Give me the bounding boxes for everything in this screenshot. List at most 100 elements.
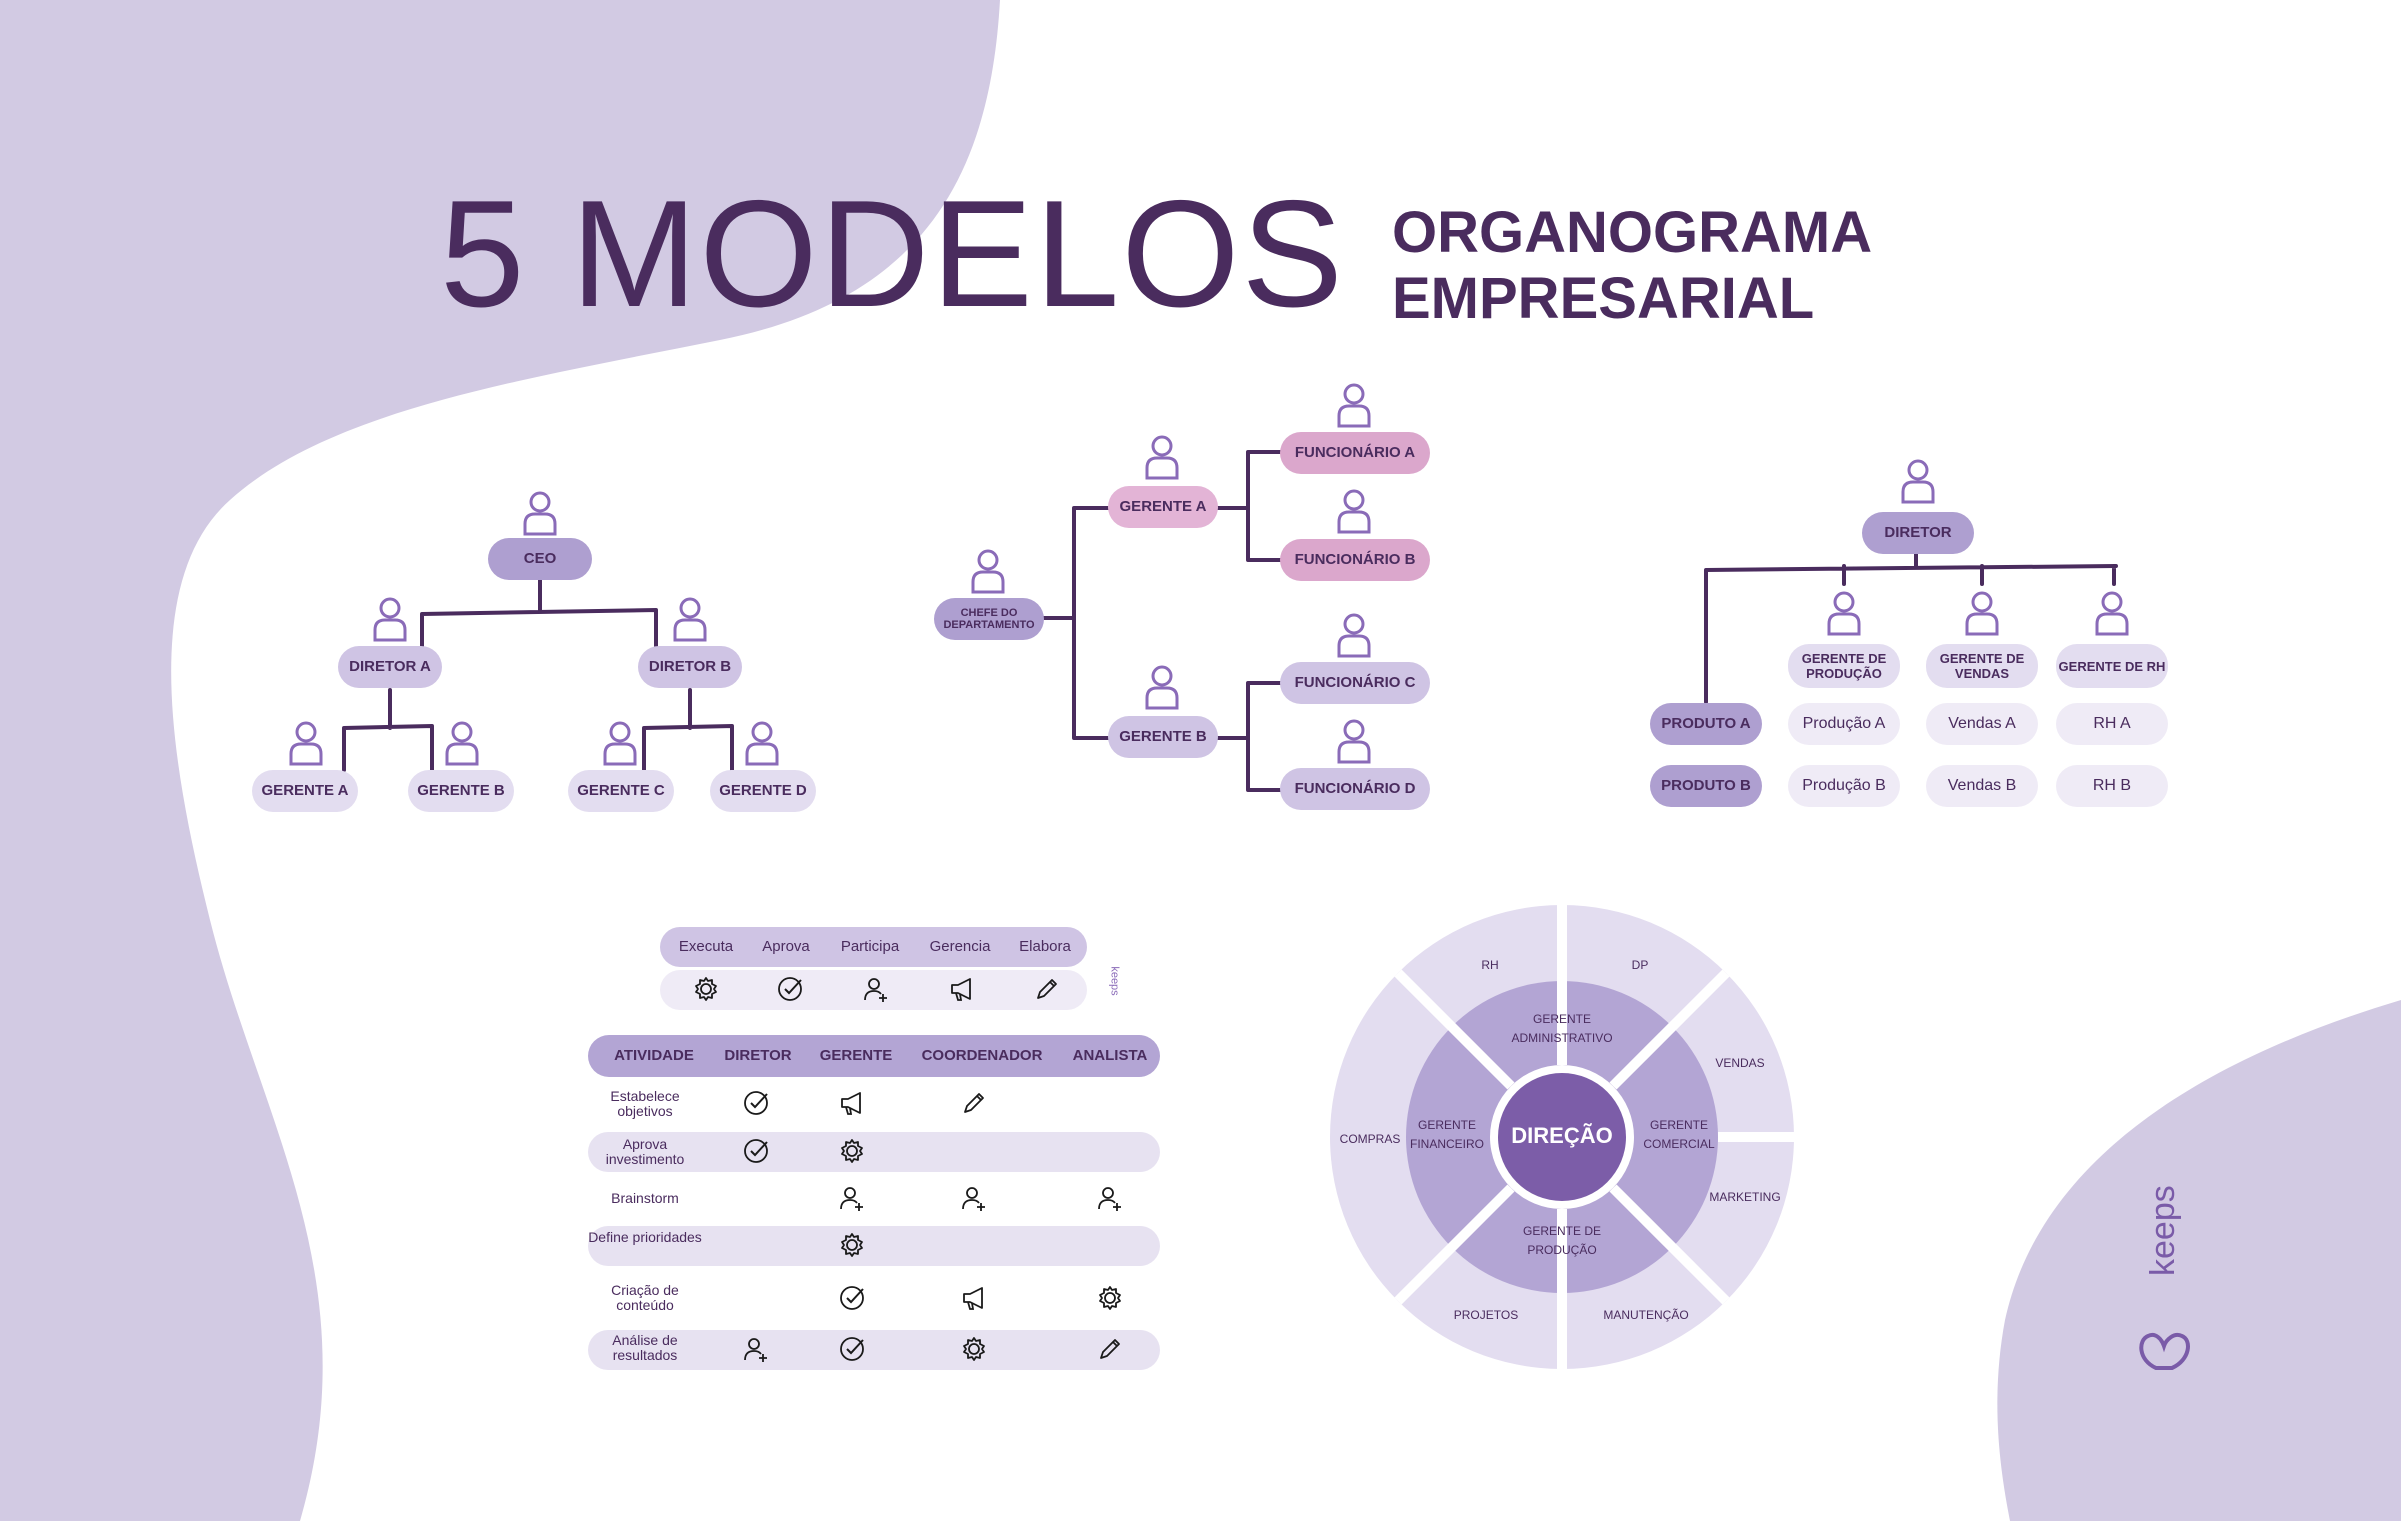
activity-label: Brainstorm [611, 1190, 679, 1206]
person-icon [2095, 591, 2129, 636]
legend-label: Aprova [762, 938, 810, 955]
ceo-box: CEO [488, 538, 592, 580]
megaphone-icon [963, 1287, 983, 1310]
person-icon [1337, 613, 1371, 658]
table-row-shade [588, 1226, 1160, 1266]
activity-label: Aprova investimento [605, 1136, 685, 1167]
person-icon [1145, 435, 1179, 480]
pencil-icon [1037, 979, 1057, 999]
user-plus-icon [864, 978, 887, 1002]
direction-wheel [1330, 905, 1794, 1369]
person-icon [1337, 383, 1371, 428]
director-a-box: DIRETOR A [338, 646, 442, 688]
wheel-segment-label: MANUTENÇÃO [1603, 1308, 1689, 1322]
keeps-heart-icon [2139, 1333, 2190, 1370]
financial-manager-label: GERENTE FINANCEIRO [1409, 1118, 1484, 1151]
person-icon [373, 597, 407, 642]
table-row-shade [588, 1330, 1160, 1370]
user-plus-icon [840, 1187, 863, 1211]
director-box: DIRETOR [1862, 512, 1974, 554]
matrix-cell: Vendas B [1926, 765, 2038, 807]
user-plus-icon [744, 1338, 767, 1362]
keeps-logo-text: keeps [2144, 1185, 2182, 1276]
person-icon [1901, 459, 1935, 504]
page-subtitle: ORGANOGRAMA EMPRESARIAL [1392, 200, 1872, 332]
column-header: GERENTE [819, 1047, 893, 1064]
check-icon [778, 977, 802, 1001]
person-icon [289, 721, 323, 766]
top-left-blob [0, 0, 1000, 1521]
table-row-shade [588, 1132, 1160, 1172]
person-icon [1145, 665, 1179, 710]
employee-d-box: FUNCIONÁRIO D [1280, 768, 1430, 810]
matrix-cell: Vendas A [1926, 703, 2038, 745]
bottom-right-blob [1997, 1000, 2401, 1521]
user-plus-icon [962, 1187, 985, 1211]
production-manager-label: GERENTE DE PRODUÇÃO [1522, 1224, 1601, 1257]
subtitle-line-2: EMPRESARIAL [1392, 266, 1815, 331]
production-manager-box: GERENTE DE PRODUÇÃO [1788, 644, 1900, 688]
direction-center-label: DIREÇÃO [1511, 1123, 1613, 1148]
gear-icon [841, 1233, 863, 1257]
matrix-cell: Produção A [1788, 703, 1900, 745]
pencil-icon [964, 1093, 984, 1113]
keeps-logo: keeps [2134, 1185, 2204, 1370]
manager-d-box: GERENTE D [710, 770, 816, 812]
matrix-cell: RH B [2056, 765, 2168, 807]
hr-manager-box: GERENTE DE RH [2056, 644, 2168, 688]
gear-icon [695, 977, 717, 1001]
user-plus-icon [1098, 1187, 1121, 1211]
product-b-box: PRODUTO B [1650, 765, 1762, 807]
column-header: ANALISTA [1072, 1047, 1148, 1064]
activity-label: Criação de conteúdo [611, 1282, 679, 1313]
wheel-segment-label: MARKETING [1709, 1190, 1781, 1204]
column-header: DIRETOR [724, 1047, 792, 1064]
page-title: 5 MODELOS [440, 169, 1345, 339]
employee-a-box: FUNCIONÁRIO A [1280, 432, 1430, 474]
person-icon [1827, 591, 1861, 636]
legend-icon-bar [660, 970, 1087, 1010]
wheel-segment-label: RH [1481, 958, 1499, 972]
activity-label: Estabelece objetivos [610, 1088, 680, 1119]
matrix-cell: Produção B [1788, 765, 1900, 807]
person-icon [1337, 489, 1371, 534]
director-b-box: DIRETOR B [638, 646, 742, 688]
wheel-segment-label: PROJETOS [1453, 1308, 1519, 1322]
matrix-cell: RH A [2056, 703, 2168, 745]
gear-icon [841, 1139, 863, 1163]
check-icon [840, 1286, 864, 1310]
wheel-segment-label: COMPRAS [1339, 1132, 1401, 1146]
legend-label: Gerencia [929, 938, 991, 955]
person-icon [523, 491, 557, 536]
gear-icon [1099, 1286, 1121, 1310]
table-header-bar [588, 1035, 1160, 1077]
person-icon [603, 721, 637, 766]
legend-header-bar [660, 927, 1087, 967]
gear-icon [963, 1337, 985, 1361]
check-icon [744, 1139, 768, 1163]
product-a-box: PRODUTO A [1650, 703, 1762, 745]
check-icon [744, 1091, 768, 1115]
megaphone-icon [841, 1092, 861, 1115]
commercial-manager-label: GERENTE COMERCIAL [1643, 1118, 1715, 1151]
person-icon [673, 597, 707, 642]
manager-b-box: GERENTE B [1108, 716, 1218, 758]
activity-label: Define prioridades [588, 1229, 702, 1245]
activity-label: Análise de resultados [612, 1332, 678, 1363]
manager-a-box: GERENTE A [252, 770, 358, 812]
person-icon [1965, 591, 1999, 636]
admin-manager-label: GERENTE ADMINISTRATIVO [1511, 1012, 1613, 1045]
employee-b-box: FUNCIONÁRIO B [1280, 539, 1430, 581]
keeps-badge: keeps [1108, 966, 1121, 996]
subtitle-line-1: ORGANOGRAMA [1392, 200, 1873, 265]
column-header: ATIVIDADE [614, 1047, 694, 1064]
employee-c-box: FUNCIONÁRIO C [1280, 662, 1430, 704]
department-head-box: CHEFE DO DEPARTAMENTO [934, 598, 1044, 640]
manager-a-box: GERENTE A [1108, 486, 1218, 528]
legend-label: Participa [840, 938, 900, 955]
manager-c-box: GERENTE C [568, 770, 674, 812]
legend-label: Elabora [1019, 938, 1071, 955]
wheel-segment-label: DP [1631, 958, 1649, 972]
sales-manager-box: GERENTE DE VENDAS [1926, 644, 2038, 688]
